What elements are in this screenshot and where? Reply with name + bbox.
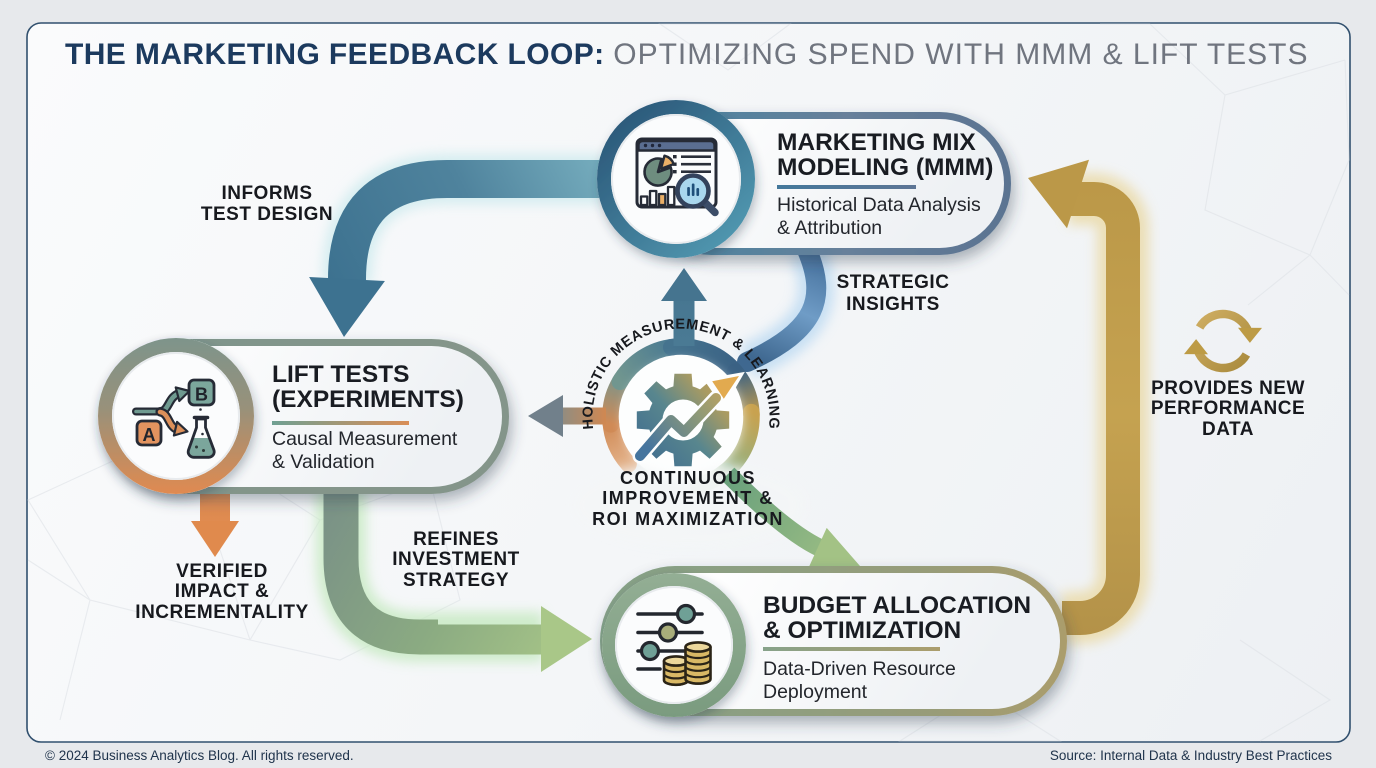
svg-text:B: B [195, 385, 208, 405]
svg-text:A: A [143, 425, 156, 445]
